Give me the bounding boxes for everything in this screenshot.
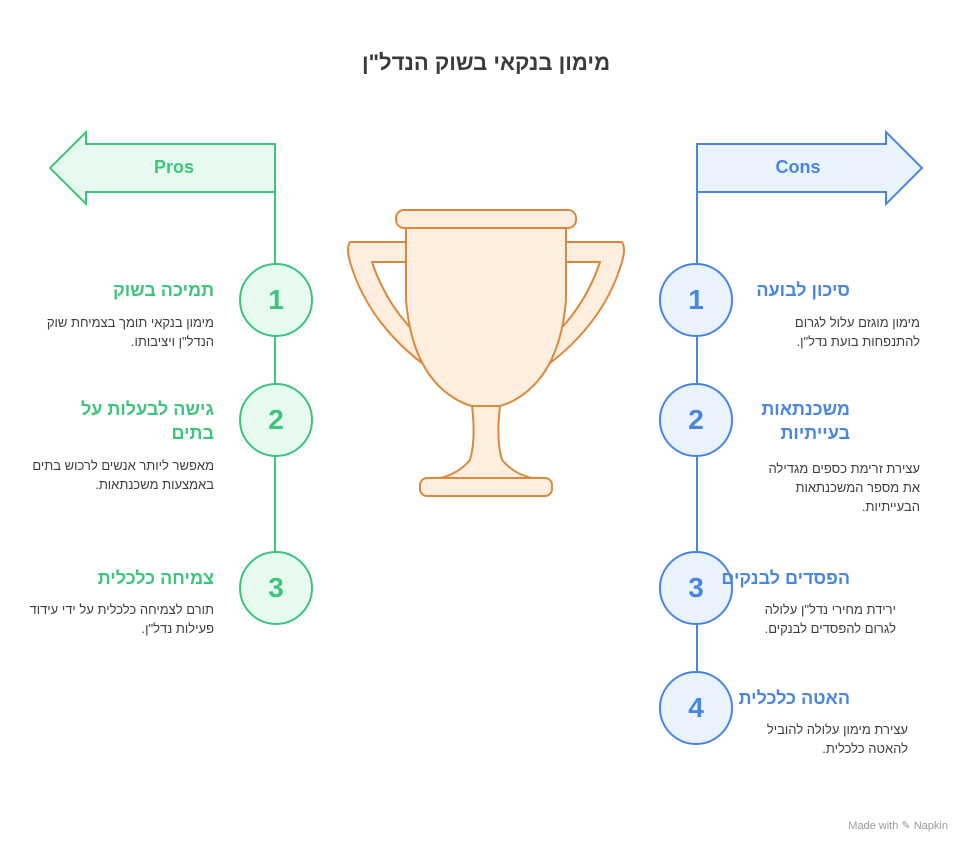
footer-credit: Made with ✎ Napkin	[848, 820, 948, 832]
pros-desc-3: תורם לצמיחה כלכלית על ידי עידוד פעילות נ…	[29, 602, 215, 636]
cons-number-4: 4	[688, 692, 704, 723]
pros-heading-1: תמיכה בשוק	[112, 280, 214, 300]
pros-number-2: 2	[268, 404, 284, 435]
cons-heading-2: משכנתאות בעייתיות	[761, 399, 850, 443]
pros-number-1: 1	[268, 284, 284, 315]
cons-circle-2	[659, 383, 733, 457]
pros-circle-2	[239, 383, 313, 457]
cons-heading-1: סיכון לבועה	[756, 280, 850, 300]
cons-desc-1: מימון מוגזם עלול לגרום להתנפחות בועת נדל…	[794, 315, 920, 349]
cons-desc-3: ירידת מחירי נדל"ן עלולה לגרום להפסדים לב…	[764, 602, 896, 636]
pros-circle-3	[239, 551, 313, 625]
page-title: מימון בנקאי בשוק הנדל"ן	[361, 50, 611, 75]
cons-desc-4: עצירת מימון עלולה להוביל להאטה כלכלית.	[766, 722, 908, 756]
cons-circle-4	[659, 671, 733, 745]
cons-heading-4: האטה כלכלית	[738, 688, 850, 708]
trophy-icon	[347, 209, 625, 497]
pros-label: Pros	[153, 157, 195, 177]
cons-desc-2: עצירת זרימת כספים מגדילה את מספר המשכנתא…	[768, 461, 920, 514]
pros-desc-1: מימון בנקאי תומך בצמיחת שוק הנדל"ן ויציב…	[46, 315, 214, 349]
cons-arrow	[696, 129, 924, 207]
pros-heading-2: גישה לבעלות על בתים	[81, 399, 214, 443]
cons-number-3: 3	[688, 572, 704, 603]
pros-desc-2: מאפשר ליותר אנשים לרכוש בתים באמצעות משכ…	[32, 458, 214, 492]
cons-number-1: 1	[688, 284, 704, 315]
cons-circle-1	[659, 263, 733, 337]
cons-heading-3: הפסדים לבנקים	[721, 568, 850, 588]
cons-label: Cons	[775, 157, 821, 177]
cons-circle-3	[659, 551, 733, 625]
pros-heading-3: צמיחה כלכלית	[97, 568, 214, 588]
pros-circle-1	[239, 263, 313, 337]
pros-arrow	[48, 129, 276, 207]
cons-number-2: 2	[688, 404, 704, 435]
pros-number-3: 3	[268, 572, 284, 603]
